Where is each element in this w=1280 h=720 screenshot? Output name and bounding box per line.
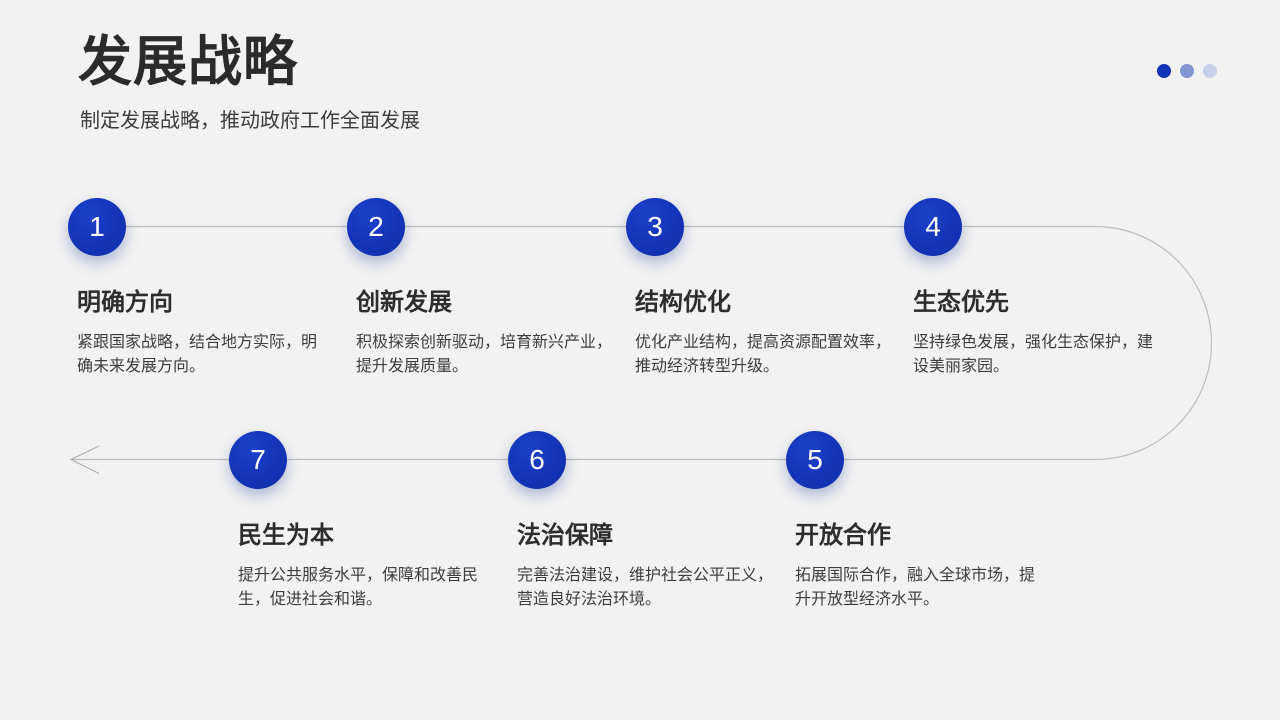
timeline-node-1: 1 明确方向 紧跟国家战略，结合地方实际，明 确未来发展方向。 xyxy=(68,198,338,379)
header: 发展战略 制定发展战略，推动政府工作全面发展 xyxy=(78,30,420,135)
pagination-dot-3[interactable] xyxy=(1203,64,1217,78)
step-number-7: 7 xyxy=(250,444,266,475)
step-circle-3: 3 xyxy=(626,198,684,256)
step-text-4: 生态优先 坚持绿色发展，强化生态保护，建 设美丽家园。 xyxy=(913,289,1171,379)
pagination-dot-1[interactable] xyxy=(1157,64,1171,78)
pagination-dots xyxy=(1157,64,1217,78)
step-number-4: 4 xyxy=(925,211,941,242)
step-circle-1: 1 xyxy=(68,198,126,256)
step-description-6: 完善法治建设，维护社会公平正义， 营造良好法治环境。 xyxy=(517,566,774,608)
step-description-3: 优化产业结构，提高资源配置效率， 推动经济转型升级。 xyxy=(635,333,892,375)
step-description-5: 拓展国际合作，融入全球市场，提 升开放型经济水平。 xyxy=(795,566,1036,608)
timeline-node-4: 4 生态优先 坚持绿色发展，强化生态保护，建 设美丽家园。 xyxy=(904,198,1174,379)
step-title-5: 开放合作 xyxy=(795,522,891,549)
step-title-7: 民生为本 xyxy=(238,522,334,549)
pagination-dot-2[interactable] xyxy=(1180,64,1194,78)
step-circle-4: 4 xyxy=(904,198,962,256)
timeline-node-5: 5 开放合作 拓展国际合作，融入全球市场，提 升开放型经济水平。 xyxy=(786,431,1056,612)
step-number-3: 3 xyxy=(647,211,663,242)
step-description-2: 积极探索创新驱动，培育新兴产业， 提升发展质量。 xyxy=(356,333,613,375)
step-text-7: 民生为本 提升公共服务水平，保障和改善民 生，促进社会和谐。 xyxy=(238,522,496,612)
step-description-7: 提升公共服务水平，保障和改善民 生，促进社会和谐。 xyxy=(238,566,479,608)
step-circle-2: 2 xyxy=(347,198,405,256)
step-title-2: 创新发展 xyxy=(356,289,452,316)
step-circle-6: 6 xyxy=(508,431,566,489)
step-title-4: 生态优先 xyxy=(913,289,1009,316)
timeline-node-7: 7 民生为本 提升公共服务水平，保障和改善民 生，促进社会和谐。 xyxy=(229,431,499,612)
step-title-1: 明确方向 xyxy=(77,289,173,316)
timeline-node-6: 6 法治保障 完善法治建设，维护社会公平正义， 营造良好法治环境。 xyxy=(508,431,778,612)
page-title: 发展战略 xyxy=(78,32,298,92)
step-number-5: 5 xyxy=(807,444,823,475)
step-circle-5: 5 xyxy=(786,431,844,489)
timeline-node-2: 2 创新发展 积极探索创新驱动，培育新兴产业， 提升发展质量。 xyxy=(347,198,617,379)
step-text-1: 明确方向 紧跟国家战略，结合地方实际，明 确未来发展方向。 xyxy=(77,289,335,379)
step-number-1: 1 xyxy=(89,211,105,242)
step-text-5: 开放合作 拓展国际合作，融入全球市场，提 升开放型经济水平。 xyxy=(795,522,1053,612)
timeline-node-3: 3 结构优化 优化产业结构，提高资源配置效率， 推动经济转型升级。 xyxy=(626,198,896,379)
step-description-1: 紧跟国家战略，结合地方实际，明 确未来发展方向。 xyxy=(77,333,318,375)
page-subtitle: 制定发展战略，推动政府工作全面发展 xyxy=(80,109,420,132)
step-title-3: 结构优化 xyxy=(635,289,731,316)
step-text-6: 法治保障 完善法治建设，维护社会公平正义， 营造良好法治环境。 xyxy=(517,522,775,612)
step-number-6: 6 xyxy=(529,444,545,475)
step-title-6: 法治保障 xyxy=(517,522,613,549)
step-description-4: 坚持绿色发展，强化生态保护，建 设美丽家园。 xyxy=(913,333,1154,375)
step-circle-7: 7 xyxy=(229,431,287,489)
step-text-2: 创新发展 积极探索创新驱动，培育新兴产业， 提升发展质量。 xyxy=(356,289,614,379)
step-number-2: 2 xyxy=(368,211,384,242)
step-text-3: 结构优化 优化产业结构，提高资源配置效率， 推动经济转型升级。 xyxy=(635,289,893,379)
